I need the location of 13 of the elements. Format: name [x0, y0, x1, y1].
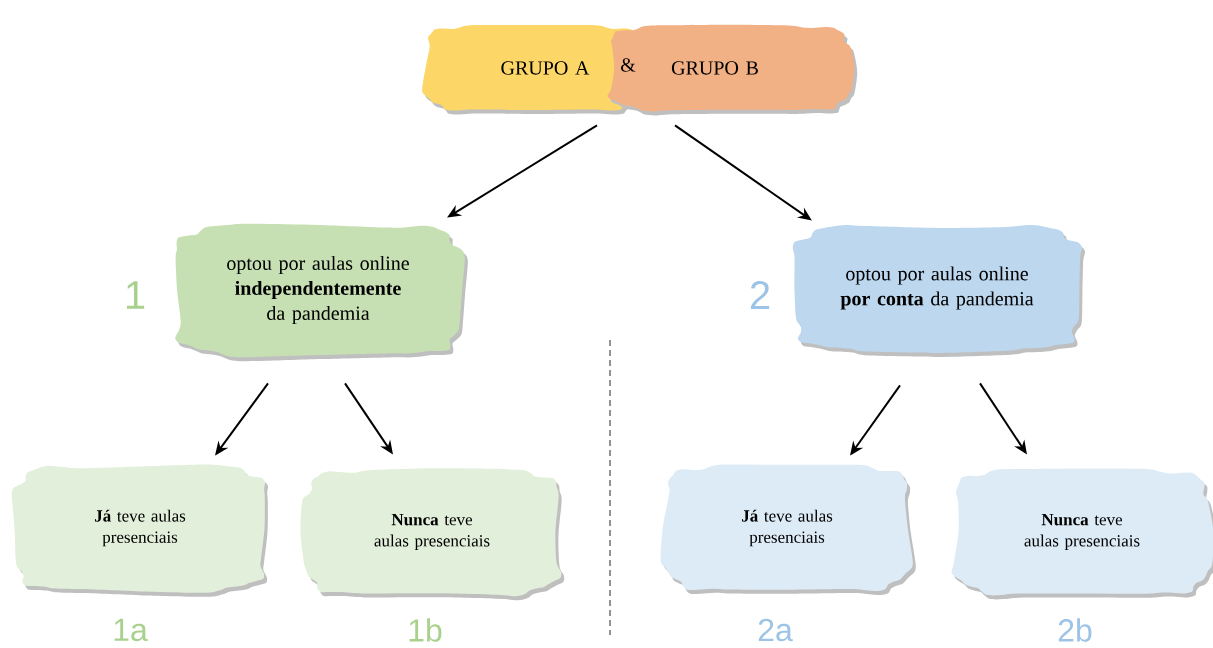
group-number: 1	[126, 281, 145, 309]
group-number: 1b	[409, 618, 442, 642]
cloud-box: Nunca teve aulas presenciais	[951, 468, 1213, 600]
group-number: 1a	[114, 618, 148, 642]
cloud-box: Já teve aulas presenciais	[660, 464, 916, 595]
group-number: 2a	[758, 618, 793, 642]
cloud-box: Já teve aulas presenciais	[11, 464, 268, 597]
cloud-box: optou por aulas online independentemente da pandemia	[175, 223, 468, 362]
group-number: 2b	[1058, 618, 1092, 642]
cloud-box: optou por aulas online por conta da pandemia	[792, 224, 1086, 357]
cloud-box: Nunca teve aulas presenciais	[300, 468, 565, 601]
ampersand-label: &	[621, 58, 636, 72]
group-number: 2	[750, 281, 770, 309]
